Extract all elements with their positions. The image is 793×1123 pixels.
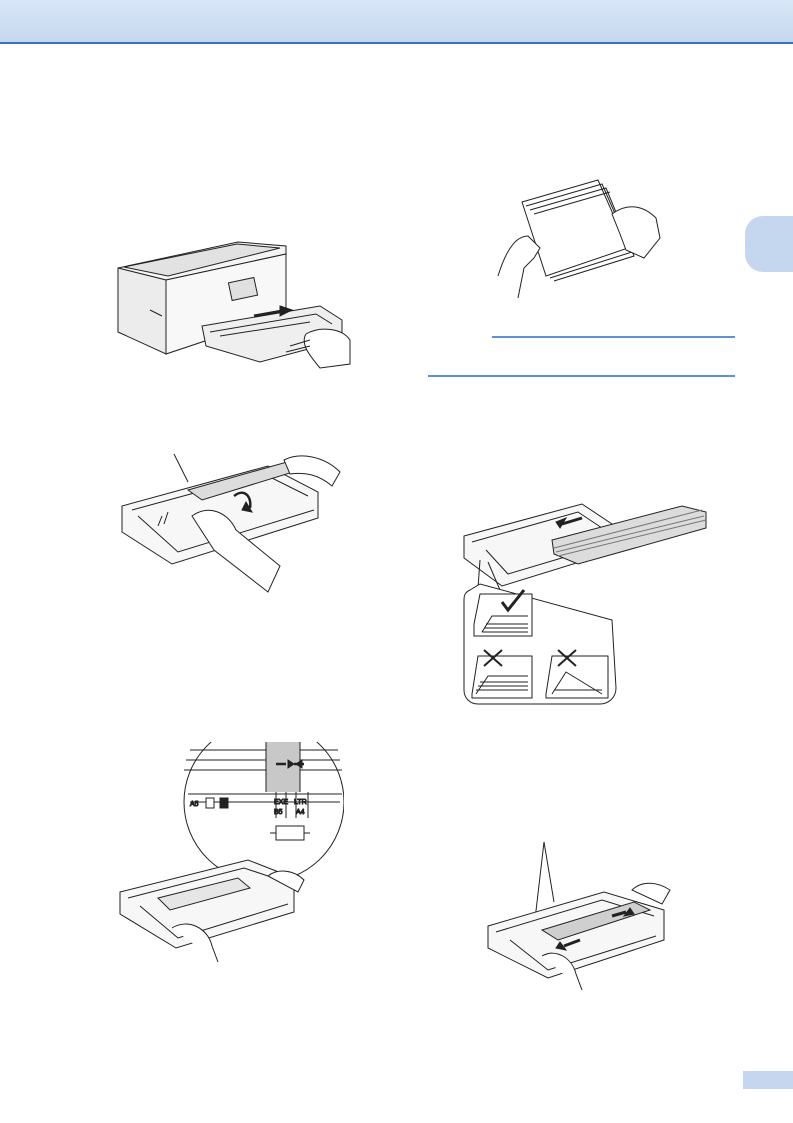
guide-label-exe: EXE: [274, 799, 288, 806]
chapter-tab: [745, 216, 793, 272]
slide-guides-illustration: [486, 840, 686, 992]
header-bar: [0, 0, 793, 44]
load-paper-illustration: [462, 498, 712, 710]
printer-pull-tray-illustration: [110, 236, 355, 374]
guide-label-a4: A4: [296, 809, 305, 816]
page-number-tab: [743, 1071, 793, 1089]
guide-label-b5: B5: [274, 809, 283, 816]
guide-label-a5: A5: [190, 801, 199, 808]
adjust-guides-illustration: A5 LTR A4 EXE B5: [118, 742, 344, 964]
guide-label-ltr: LTR: [294, 799, 307, 806]
note-rule-top: [492, 336, 735, 338]
fan-paper-illustration: [494, 178, 664, 303]
note-rule-bottom: [428, 375, 735, 377]
open-tray-cover-illustration: [118, 446, 348, 596]
